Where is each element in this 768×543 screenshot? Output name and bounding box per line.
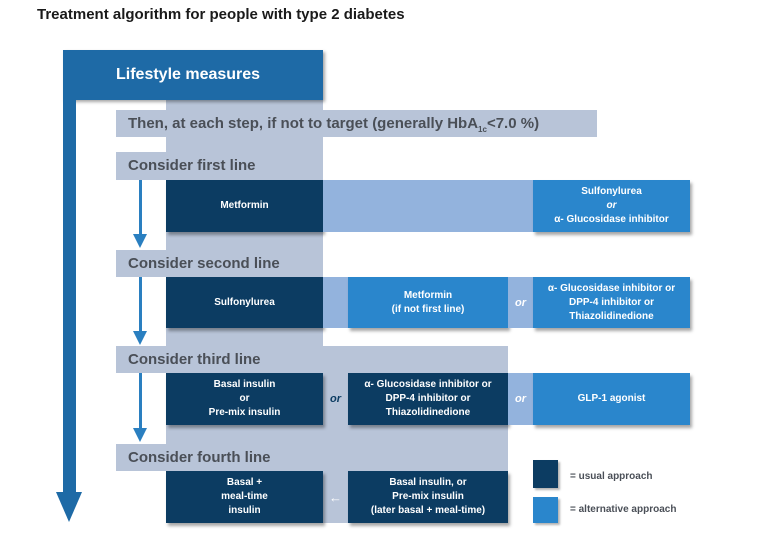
target-subscript: 1c: [478, 125, 487, 134]
alt-text: α- Glucosidase inhibitor: [554, 214, 669, 225]
lifestyle-measures-box: Lifestyle measures: [63, 50, 323, 100]
alt-text: Sulfonylurea: [581, 186, 642, 197]
second-line-usual: Sulfonylurea: [166, 277, 323, 328]
second-line-label: Consider second line: [116, 250, 323, 277]
step-arrow-icon: [133, 331, 147, 345]
or-connector: or: [330, 393, 341, 405]
connector-strip: [323, 277, 348, 328]
or-text: or: [606, 200, 617, 211]
main-arrow-head-icon: [56, 492, 82, 522]
usual-text: Pre-mix insulin: [208, 407, 281, 418]
second-line-alternative-2: α- Glucosidase inhibitor or DPP-4 inhibit…: [533, 277, 690, 328]
target-text: Then, at each step, if not to target (ge…: [128, 115, 479, 132]
alt-text: (if not first line): [391, 303, 465, 315]
usual-text: α- Glucosidase inhibitor or: [364, 379, 492, 390]
legend-alternative-label: = alternative approach: [570, 504, 677, 515]
usual-text: Basal insulin, or: [389, 477, 467, 488]
diagram-title: Treatment algorithm for people with type…: [37, 6, 405, 23]
connector-strip: [323, 180, 533, 232]
legend-usual-label: = usual approach: [570, 471, 653, 482]
legend-alternative-swatch: [533, 497, 558, 523]
usual-text: Thiazolidinedione: [385, 407, 471, 418]
fourth-line-label: Consider fourth line: [116, 444, 508, 471]
alt-text: DPP-4 inhibitor or: [569, 296, 654, 308]
usual-text: Basal +: [226, 477, 263, 488]
usual-text: Pre-mix insulin: [392, 491, 464, 502]
alt-text: Metformin: [403, 289, 453, 301]
step-arrow-shaft: [139, 373, 142, 430]
or-text: or: [239, 393, 250, 404]
third-line-alternative: GLP-1 agonist: [533, 373, 690, 425]
third-line-label: Consider third line: [116, 346, 508, 373]
step-arrow-shaft: [139, 277, 142, 333]
usual-text: (later basal + meal-time): [370, 505, 486, 516]
alt-text: α- Glucosidase inhibitor or: [547, 282, 676, 294]
fourth-line-usual-2: Basal insulin, or Pre-mix insulin (later b…: [348, 471, 508, 523]
step-arrow-icon: [133, 428, 147, 442]
usual-text: Basal insulin: [213, 379, 276, 390]
usual-text: DPP-4 inhibitor or: [385, 393, 471, 404]
fourth-line-usual-1: Basal + meal-time insulin: [166, 471, 323, 523]
usual-text: meal-time: [221, 491, 268, 502]
third-line-usual-2: α- Glucosidase inhibitor or DPP-4 inhibit…: [348, 373, 508, 425]
step-arrow-shaft: [139, 180, 142, 236]
usual-text: insulin: [228, 505, 261, 516]
first-line-label: Consider first line: [116, 152, 323, 180]
target-value: <7.0 %): [486, 115, 540, 132]
legend-usual-swatch: [533, 460, 558, 488]
alt-text: Thiazolidinedione: [569, 310, 654, 322]
second-line-alternative-1: Metformin (if not first line): [348, 277, 508, 328]
or-connector: or: [508, 277, 533, 328]
first-line-usual: Metformin: [166, 180, 323, 232]
first-line-alternative: Sulfonylurea or α- Glucosidase inhibitor: [533, 180, 690, 232]
step-arrow-icon: [133, 234, 147, 248]
left-arrow-icon: ←: [329, 489, 342, 505]
main-arrow-shaft: [63, 100, 76, 495]
target-banner: Then, at each step, if not to target (ge…: [116, 110, 597, 137]
or-connector: or: [508, 373, 533, 425]
